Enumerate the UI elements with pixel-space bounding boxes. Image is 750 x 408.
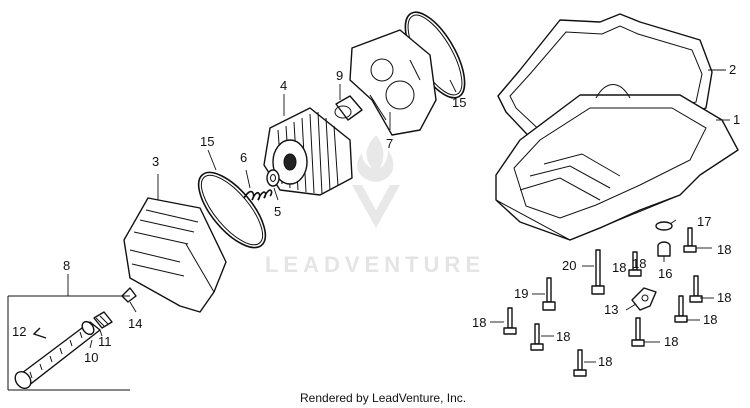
label-part-18-c: 18	[717, 290, 731, 305]
oil-filter-part-4	[263, 107, 353, 196]
label-part-9: 9	[336, 68, 343, 83]
pump-plate-part-7	[349, 29, 437, 136]
label-part-14: 14	[128, 316, 142, 331]
bracket-part-13	[631, 287, 657, 311]
label-part-13: 13	[604, 302, 618, 317]
label-part-15-upper: 15	[452, 95, 466, 110]
label-part-12: 12	[12, 324, 26, 339]
label-part-19: 19	[514, 286, 528, 301]
label-part-18-g: 18	[664, 334, 678, 349]
label-part-18-f: 18	[556, 329, 570, 344]
bolt-part-18-e	[631, 317, 645, 347]
oil-pan-part-1	[495, 84, 739, 241]
leader-lines	[67, 69, 730, 349]
label-part-20: 20	[562, 258, 576, 273]
bolt-part-18-g	[530, 323, 544, 351]
sleeve-part-9	[334, 95, 363, 121]
label-part-6: 6	[240, 150, 247, 165]
leadventure-logo-icon	[352, 135, 400, 228]
label-part-18-a: 18	[717, 242, 731, 257]
label-part-8: 8	[63, 258, 70, 273]
label-part-18-b: 18	[612, 260, 626, 275]
label-part-18-e: 18	[472, 315, 486, 330]
drain-washer-part-17	[655, 221, 673, 231]
label-part-18-d: 18	[703, 312, 717, 327]
label-part-15-lower: 15	[200, 134, 214, 149]
bolt-part-18-c	[689, 275, 703, 303]
bolt-part-18-a	[628, 251, 642, 277]
label-part-11: 11	[98, 334, 112, 349]
label-part-18-h: 18	[598, 354, 612, 369]
bolt-part-18-h	[573, 349, 587, 377]
label-part-17: 17	[697, 214, 711, 229]
label-part-2: 2	[729, 62, 736, 77]
watermark: LEADVENTURE	[265, 135, 485, 277]
spring-part-6	[243, 189, 273, 201]
label-part-1: 1	[733, 112, 740, 127]
label-part-4: 4	[280, 78, 287, 93]
filter-cover-part-3	[123, 197, 227, 313]
drain-bolt-part-16	[657, 241, 671, 257]
clip-part-14	[121, 287, 137, 303]
label-part-10: 10	[84, 350, 98, 365]
o-ring-part-15-lower	[197, 171, 267, 249]
bolt-leaders	[490, 247, 714, 363]
strainer-assembly-part-8	[7, 295, 130, 391]
label-part-18-i: 18	[632, 256, 646, 271]
bolt-part-19	[542, 277, 556, 311]
washer-part-5	[266, 169, 280, 187]
label-part-3: 3	[152, 154, 159, 169]
part-labels: 1 2 3 4 5 6 7 8 9 10 11 12 13 14 15 15 1…	[12, 62, 740, 369]
bolt-part-18-f	[503, 307, 517, 335]
label-part-5: 5	[274, 204, 281, 219]
watermark-text: LEADVENTURE	[265, 252, 485, 277]
label-part-7: 7	[386, 136, 393, 151]
credit-text: Rendered by LeadVenture, Inc.	[300, 391, 466, 405]
label-part-16: 16	[658, 266, 672, 281]
bolt-part-20	[591, 249, 605, 295]
bolt-part-18-b	[683, 227, 697, 253]
bolt-part-18-d	[674, 295, 688, 323]
